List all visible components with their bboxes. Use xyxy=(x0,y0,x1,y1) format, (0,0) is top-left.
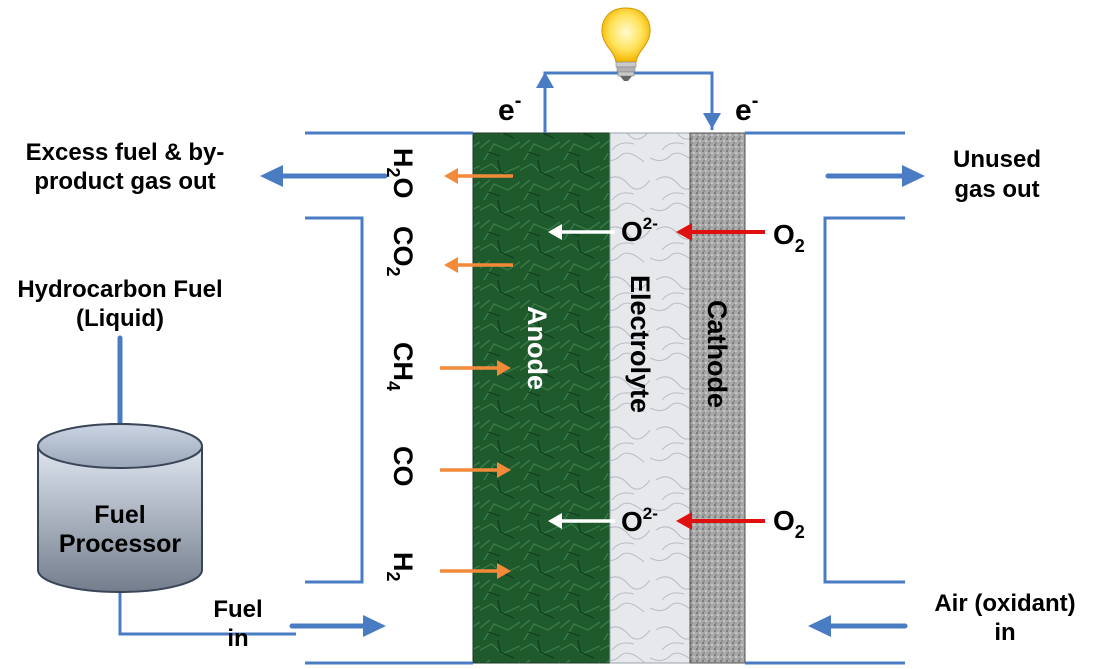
anode-layer xyxy=(472,132,611,664)
air-in-label-line2: in xyxy=(994,619,1015,646)
processor-to-fuel-line xyxy=(118,590,296,636)
oxygen-label-upper: O2 xyxy=(773,219,805,256)
electrolyte-label: Electrolyte xyxy=(625,275,655,413)
unused-gas-label-line2: gas out xyxy=(954,176,1039,203)
processor-label-line2: Processor xyxy=(59,530,182,558)
oxygen-label-lower: O2 xyxy=(773,505,805,542)
hydrocarbon-label-line2: (Liquid) xyxy=(76,305,164,332)
electron-label-right: e- xyxy=(735,90,758,127)
oxide-ion-label-lower: O2- xyxy=(621,504,658,537)
species-co: CO xyxy=(388,446,418,487)
cathode-layer xyxy=(689,132,746,664)
excess-fuel-label-line1: Excess fuel & by- xyxy=(26,139,225,166)
processor-label-line1: Fuel xyxy=(94,501,145,529)
oxygen-arrowheads xyxy=(676,223,692,530)
cathode-label: Cathode xyxy=(702,300,732,408)
light-bulb-icon xyxy=(601,7,651,81)
unused-gas-label-line1: Unused xyxy=(953,146,1041,173)
species-co2: CO2 xyxy=(383,226,418,277)
anode-label: Anode xyxy=(522,306,552,390)
oxygen-arrows xyxy=(690,230,765,523)
flow-arrows xyxy=(117,173,908,629)
species-h2o: H2O xyxy=(383,148,418,199)
hydrocarbon-label-line1: Hydrocarbon Fuel xyxy=(17,276,222,303)
species-ch4: CH4 xyxy=(383,342,418,391)
species-arrows xyxy=(440,174,513,573)
species-arrowheads xyxy=(444,168,511,579)
excess-fuel-label-line2: product gas out xyxy=(34,168,215,195)
air-in-label-line1: Air (oxidant) xyxy=(934,590,1075,617)
ion-arrows xyxy=(560,230,615,523)
fuel-channel-walls xyxy=(305,131,473,665)
air-channel-walls xyxy=(745,131,905,665)
electron-up-arrowhead xyxy=(536,72,554,88)
oxide-ion-label-upper: O2- xyxy=(621,214,658,247)
electrolyte-layer xyxy=(609,132,691,664)
fuel-in-label-line1: Fuel xyxy=(213,596,262,623)
fuel-processor-cylinder xyxy=(37,423,203,593)
species-h2: H2 xyxy=(383,552,418,582)
electron-down-arrowhead xyxy=(703,113,721,129)
ion-arrowheads xyxy=(548,224,562,529)
fuel-in-label-line2: in xyxy=(227,625,248,652)
electron-label-left: e- xyxy=(498,90,521,127)
external-circuit xyxy=(543,71,714,133)
